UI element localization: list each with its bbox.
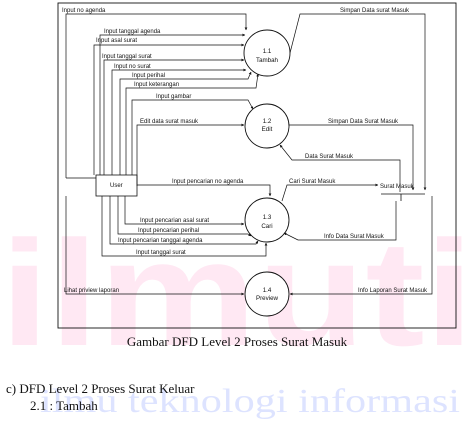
svg-text:Input no agenda: Input no agenda [62,8,106,14]
figure-caption: Gambar DFD Level 2 Proses Surat Masuk [126,334,348,349]
flow-info-data-surat-masuk: Info Data Surat Masuk [283,201,397,241]
svg-text:Lihat priview laporan: Lihat priview laporan [64,288,119,294]
flow-input-pencarian-perihal: Input pencarian perihal [117,196,252,237]
svg-text:Input tanggal surat: Input tanggal surat [136,250,186,256]
svg-text:Input asal surat: Input asal surat [96,38,137,44]
watermark-logo-text: ilmuti [0,209,474,377]
flow-input-tanggal-surat: Input tanggal surat [102,54,245,175]
flow-info-laporan-surat-masuk: Info Laporan Surat Masuk [289,196,433,296]
process-1-4-name: Preview [256,295,279,302]
flow-data-surat-masuk: Data Surat Masuk [279,144,401,192]
process-1-4-number: 1.4 [263,287,272,294]
svg-text:Input pencarian asal surat: Input pencarian asal surat [140,218,209,224]
svg-text:Input keterangan: Input keterangan [134,82,179,88]
flow-simpan-data-surat-masuk-2: Simpan Data Surat Masuk [289,119,415,191]
process-1-3-number: 1.3 [263,214,272,221]
flow-input-pencarian-asal-surat: Input pencarian asal surat [124,196,245,226]
flow-input-gambar: Input gambar [131,94,254,175]
svg-text:Input pencarian perihal: Input pencarian perihal [138,228,199,234]
svg-text:Info Laporan Surat Masuk: Info Laporan Surat Masuk [358,288,428,294]
flow-input-keterangan: Input keterangan [125,73,260,175]
svg-text:Input perihal: Input perihal [132,73,165,79]
flow-input-no-agenda: Input no agenda [62,8,248,179]
svg-text:Input gambar: Input gambar [156,94,191,100]
svg-text:Input pencarian tanggal agenda: Input pencarian tanggal agenda [118,238,203,244]
flow-cari-surat-masuk: Cari Surat Masuk [281,179,379,202]
svg-text:Simpan Data Surat Masuk: Simpan Data Surat Masuk [328,119,399,125]
process-1-1-number: 1.1 [263,48,272,55]
flow-input-pencarian-no-agenda: Input pencarian no agenda [137,179,272,197]
flow-input-tanggal-agenda: Input tanggal agenda [99,29,246,175]
flow-lihat-priview-laporan: Lihat priview laporan [64,196,245,296]
process-1-3-circle [244,197,290,243]
svg-text:Input tanggal surat: Input tanggal surat [102,54,152,60]
svg-text:Simpan Data surat Masuk: Simpan Data surat Masuk [340,8,410,14]
process-1-2-name: Edit [262,126,273,133]
svg-text:Input tanggal agenda: Input tanggal agenda [104,29,161,35]
flow-input-tanggal-surat-cari: Input tanggal surat [101,196,268,257]
flow-input-asal-surat: Input asal surat [93,38,245,175]
flow-input-pencarian-tanggal-agenda: Input pencarian tanggal agenda [109,196,259,245]
svg-text:Input pencarian no agenda: Input pencarian no agenda [172,179,244,185]
process-1-4-circle [244,271,290,317]
svg-text:Edit data surat masuk: Edit data surat masuk [140,119,199,125]
process-1-1-name: Tambah [256,57,279,64]
store-surat-masuk-label: Surat Masuk [380,184,415,190]
flow-input-perihal: Input perihal [119,71,252,175]
flow-simpan-data-surat-masuk-1: Simpan Data surat Masuk [289,8,427,191]
watermark-tagline: ilmu teknologi informasi [40,383,460,420]
section-heading: c) DFD Level 2 Proses Surat Keluar [6,381,195,396]
flow-input-no-surat: Input no surat [111,64,247,175]
svg-text:Data Surat Masuk: Data Surat Masuk [305,154,354,160]
svg-text:Info Data Surat Masuk: Info Data Surat Masuk [324,234,385,240]
svg-text:Input no surat: Input no surat [114,64,151,70]
entity-user-label: User [110,183,123,189]
subsection-heading: 2.1 : Tambah [30,398,98,413]
process-1-2-number: 1.2 [263,118,272,125]
diagram-frame [57,2,457,329]
process-1-3-name: Cari [261,223,272,230]
svg-text:Cari Surat Masuk: Cari Surat Masuk [289,179,336,185]
process-1-2-circle [244,103,290,149]
flow-edit-data-surat-masuk: Edit data surat masuk [136,119,245,186]
